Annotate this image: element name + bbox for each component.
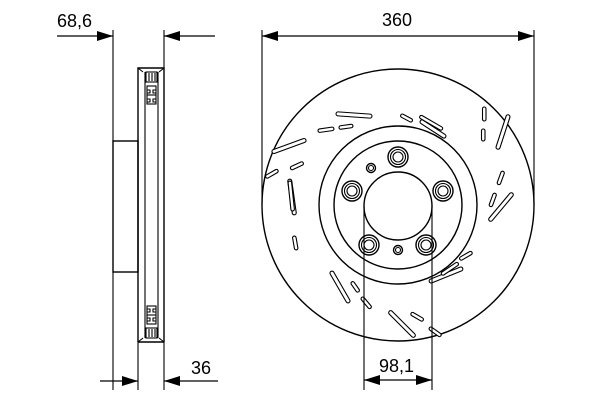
bolt-hole xyxy=(358,234,380,256)
dimension-label-thickness: 36 xyxy=(191,358,211,378)
friction-ring-inner-edge xyxy=(318,125,478,285)
bolt-hole xyxy=(387,146,409,168)
center-bore xyxy=(363,171,433,241)
bevel xyxy=(137,337,144,343)
side-view: 68,6 36 xyxy=(57,11,218,390)
dimension-thickness: 36 xyxy=(100,358,218,386)
bolt-hole xyxy=(415,234,437,256)
dimension-overall-height: 68,6 xyxy=(57,11,215,41)
bolt-hole xyxy=(341,180,363,202)
small-hole xyxy=(365,162,377,174)
bolt-holes xyxy=(341,146,454,256)
dimension-bore: 98,1 xyxy=(364,356,432,385)
bolt-hole xyxy=(432,180,454,202)
dimension-label-overall-height: 68,6 xyxy=(57,11,92,31)
small-holes xyxy=(365,162,404,256)
small-hole xyxy=(392,244,404,256)
dimension-label-diameter: 360 xyxy=(382,10,412,30)
dimension-diameter: 360 xyxy=(262,10,534,41)
dimension-label-bore: 98,1 xyxy=(379,356,414,376)
vent-detail-bottom xyxy=(145,305,158,339)
vent-detail-top xyxy=(145,71,158,105)
bevel xyxy=(137,67,144,73)
hat-section xyxy=(112,140,139,273)
disc-outer-edge xyxy=(261,68,535,342)
front-view: 360 xyxy=(261,10,535,390)
disc-slots xyxy=(265,106,514,338)
disc-body-outline xyxy=(137,67,165,342)
bevel xyxy=(158,337,165,343)
bevel xyxy=(158,67,165,73)
hat-outer-edge xyxy=(333,140,463,270)
